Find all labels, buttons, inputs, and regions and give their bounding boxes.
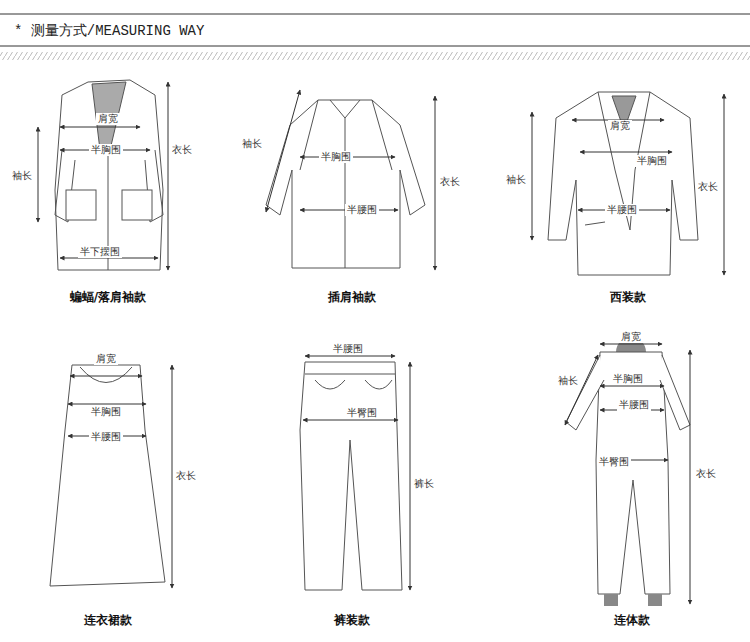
page-title: * 测量方式/MEASURING WAY xyxy=(14,22,204,40)
dress-neck xyxy=(80,367,132,383)
header-rule xyxy=(0,14,750,15)
dimension-line xyxy=(565,355,598,425)
measure-label: 袖长 xyxy=(10,170,34,182)
dimension-line xyxy=(172,365,173,588)
raglan-collar xyxy=(330,100,360,118)
jumpsuit-outline xyxy=(596,352,670,594)
measure-label: 肩宽 xyxy=(608,120,632,132)
pants-pocket xyxy=(315,380,392,389)
jumpsuit-sleeve xyxy=(660,355,690,430)
dimension-line xyxy=(600,386,664,387)
dimension-line xyxy=(60,127,140,128)
measure-label: 衣长 xyxy=(438,176,462,188)
dimension-line xyxy=(70,376,142,377)
dimension-line xyxy=(435,96,436,270)
dimension-line xyxy=(305,356,395,357)
measure-label: 半下摆围 xyxy=(78,246,122,258)
dimension-line xyxy=(168,82,169,270)
style-caption: 裤装款 xyxy=(334,613,370,627)
pants-waistband xyxy=(305,374,395,375)
jumpsuit-foot xyxy=(648,594,662,606)
measure-label: 衣长 xyxy=(174,470,198,482)
style-caption: 连体款 xyxy=(614,613,650,627)
dimension-lines xyxy=(38,82,724,604)
raglan-seam xyxy=(300,100,392,170)
jumpsuit-sleeve xyxy=(566,355,604,430)
measure-label: 肩宽 xyxy=(96,113,120,125)
measure-label: 袖长 xyxy=(504,174,528,186)
dimension-line xyxy=(303,420,398,421)
measure-label: 半胸围 xyxy=(89,406,123,418)
measure-label: 半腰围 xyxy=(331,343,365,355)
measure-label: 袖长 xyxy=(556,375,580,387)
measure-label: 半胸围 xyxy=(89,144,123,156)
garment-outlines xyxy=(50,80,698,606)
dimension-line xyxy=(580,152,672,153)
measure-label: 半腰围 xyxy=(345,204,379,216)
measure-label: 半胸围 xyxy=(319,151,353,163)
measure-label: 半臀围 xyxy=(597,456,631,468)
measure-label: 半腰围 xyxy=(605,204,639,216)
measure-label: 裤长 xyxy=(412,478,436,490)
measure-label: 半胸围 xyxy=(611,373,645,385)
coat-pocket xyxy=(66,190,96,220)
style-caption: 蝙蝠/落肩袖款 xyxy=(70,290,146,304)
measure-label: 半腰围 xyxy=(89,431,123,443)
raglan-placket xyxy=(345,118,346,268)
dress-outline xyxy=(50,365,165,586)
measure-label: 半臀围 xyxy=(345,407,379,419)
blazer-pocket xyxy=(585,222,605,225)
measure-label: 肩宽 xyxy=(94,353,118,365)
style-caption: 连衣裙款 xyxy=(84,613,132,627)
style-caption: 插肩袖款 xyxy=(328,290,376,304)
dimension-line xyxy=(410,362,411,590)
measure-label: 半胸围 xyxy=(635,155,669,167)
blazer-outline xyxy=(548,92,698,275)
coat-outline xyxy=(55,80,163,270)
dimension-line xyxy=(724,94,725,275)
dimension-line xyxy=(600,344,662,345)
coat-collar xyxy=(92,82,126,150)
dimension-line xyxy=(690,350,691,604)
dimension-line xyxy=(68,404,146,405)
dimension-line xyxy=(532,112,533,240)
measure-label: 衣长 xyxy=(694,468,718,480)
pants-outline xyxy=(300,362,402,590)
jumpsuit-foot xyxy=(604,594,618,606)
measure-label: 肩宽 xyxy=(619,331,643,343)
style-caption: 西装款 xyxy=(610,290,646,304)
coat-pocket xyxy=(122,190,152,220)
measure-label: 半腰围 xyxy=(617,399,651,411)
measure-label: 衣长 xyxy=(696,181,720,193)
dimension-line xyxy=(266,90,300,212)
dimension-line xyxy=(38,127,39,222)
measure-label: 袖长 xyxy=(240,138,264,150)
hatch-band xyxy=(0,52,750,60)
measure-label: 衣长 xyxy=(170,144,194,156)
header-rule xyxy=(0,46,750,47)
